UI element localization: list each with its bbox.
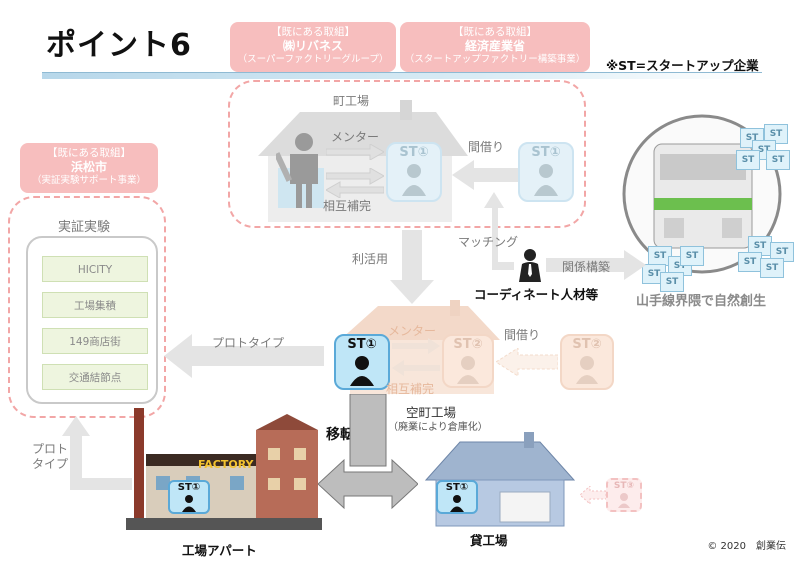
person-icon — [402, 164, 426, 196]
existing-initiative-leave-a-nest: 【既にある取組】 ㈱リバネス （スーパーファクトリーグループ） — [230, 22, 396, 72]
st-card-label: ST① — [445, 482, 469, 493]
existing-initiative-hamamatsu: 【既にある取組】 浜松市 （実証実験サポート事業） — [20, 143, 158, 193]
st-card-rental-next: ST③ — [606, 478, 642, 512]
worker-icon — [276, 133, 318, 208]
st-badge: ST — [680, 246, 704, 266]
prototype-arrow-left — [164, 334, 324, 378]
existing-tag: 【既にある取組】 — [47, 147, 131, 159]
aki-rent-label: 間借り — [504, 328, 541, 342]
matching-arrow — [484, 192, 514, 270]
use-arrow-down — [390, 230, 434, 304]
st-badge: ST — [766, 150, 790, 170]
st-card-machi-rent: ST① — [518, 142, 574, 202]
st-badge: ST — [764, 124, 788, 144]
relation-arrow — [546, 250, 646, 280]
move-label: 移転 — [326, 427, 354, 443]
jissho-item: HICITY — [42, 256, 148, 282]
jissho-box: HICITY 工場集積 149商店街 交通結節点 — [26, 236, 158, 404]
person-icon — [457, 356, 479, 384]
st-card-factory: ST① — [168, 480, 210, 514]
st-card-label: ST① — [177, 482, 201, 493]
jissho-item: 工場集積 — [42, 292, 148, 318]
prototype-left-label: プロト タイプ — [32, 442, 68, 472]
factory-sign: FACTORY — [198, 458, 254, 471]
st-card-label: ST① — [531, 145, 561, 160]
machi-koba-region — [228, 80, 586, 228]
existing-name: 経済産業省 — [464, 39, 525, 53]
st-card-machi-main: ST① — [386, 142, 442, 202]
mentor-label: メンター — [331, 130, 380, 144]
coordinator-label: コーディネート人材等 — [474, 287, 599, 302]
existing-sub: （スーパーファクトリーグループ） — [237, 54, 389, 65]
prototype-label: プロトタイプ — [212, 336, 285, 350]
existing-tag: 【既にある取組】 — [453, 26, 537, 38]
st-card-label: ST① — [347, 337, 377, 352]
jissho-title: 実証実験 — [58, 220, 111, 235]
person-icon — [618, 493, 630, 508]
st-badge: ST — [660, 272, 684, 292]
person-icon — [182, 495, 196, 512]
existing-name: ㈱リバネス — [282, 39, 343, 53]
prototype-arrow-up — [62, 416, 132, 490]
matching-label: マッチング — [458, 235, 519, 249]
yamanote-label: 山手線界隈で自然創生 — [636, 294, 767, 309]
st-card-rental: ST① — [436, 480, 478, 514]
jissho-region — [8, 196, 166, 418]
rental-factory-label: 貸工場 — [470, 533, 508, 548]
st-card-aki-rent: ST② — [560, 334, 614, 390]
st-badge: ST — [738, 252, 762, 272]
mutual-label: 相互補完 — [323, 199, 372, 213]
page-title: ポイント6 — [46, 28, 192, 63]
aki-rent-arrow — [496, 348, 558, 376]
existing-tag: 【既にある取組】 — [271, 26, 355, 38]
person-icon — [576, 356, 598, 384]
use-label: 利活用 — [352, 252, 389, 266]
person-icon — [534, 164, 558, 196]
existing-sub: （実証実験サポート事業） — [31, 175, 146, 186]
rent-arrow — [452, 160, 518, 190]
jissho-item: 交通結節点 — [42, 364, 148, 390]
mentor-arrow — [326, 144, 384, 160]
copyright: © 2020 創業伝 — [707, 541, 786, 552]
aki-koba-sublabel: （廃業により倉庫化） — [388, 422, 488, 433]
existing-sub: （スタートアップファクトリー構築事業） — [404, 54, 586, 65]
st-card-label: ST② — [572, 337, 602, 352]
rent-label: 間借り — [468, 140, 505, 154]
move-arrow — [318, 394, 418, 510]
person-icon — [350, 356, 374, 386]
machi-koba-label: 町工場 — [333, 94, 370, 108]
st-badge: ST — [760, 258, 784, 278]
factory-label: 工場アパート — [182, 543, 257, 558]
aki-mutual-label: 相互補完 — [386, 382, 435, 396]
st-card-aki-sub: ST② — [442, 334, 494, 388]
relation-label: 関係構築 — [562, 260, 611, 274]
existing-name: 浜松市 — [70, 160, 107, 174]
st-badge: ST — [736, 150, 760, 170]
aki-mentor-label: メンター — [388, 324, 437, 338]
st-card-label: ST③ — [613, 481, 635, 491]
title-underline — [42, 72, 762, 79]
rental-next-arrow — [580, 486, 606, 504]
person-icon — [450, 495, 464, 512]
abbreviation-note: ※ST=スタートアップ企業 — [606, 58, 759, 73]
aki-koba-label: 空町工場 — [406, 405, 457, 420]
existing-initiative-meti: 【既にある取組】 経済産業省 （スタートアップファクトリー構築事業） — [400, 22, 590, 72]
st-card-label: ST② — [453, 337, 483, 352]
jissho-item: 149商店街 — [42, 328, 148, 354]
mutual-arrows — [326, 168, 384, 198]
st-card-aki-main: ST① — [334, 334, 390, 390]
prototype-left-line1: プロト タイプ — [32, 442, 69, 471]
coordinator-icon — [519, 249, 541, 282]
st-card-label: ST① — [399, 145, 429, 160]
aki-arrows — [392, 338, 440, 376]
